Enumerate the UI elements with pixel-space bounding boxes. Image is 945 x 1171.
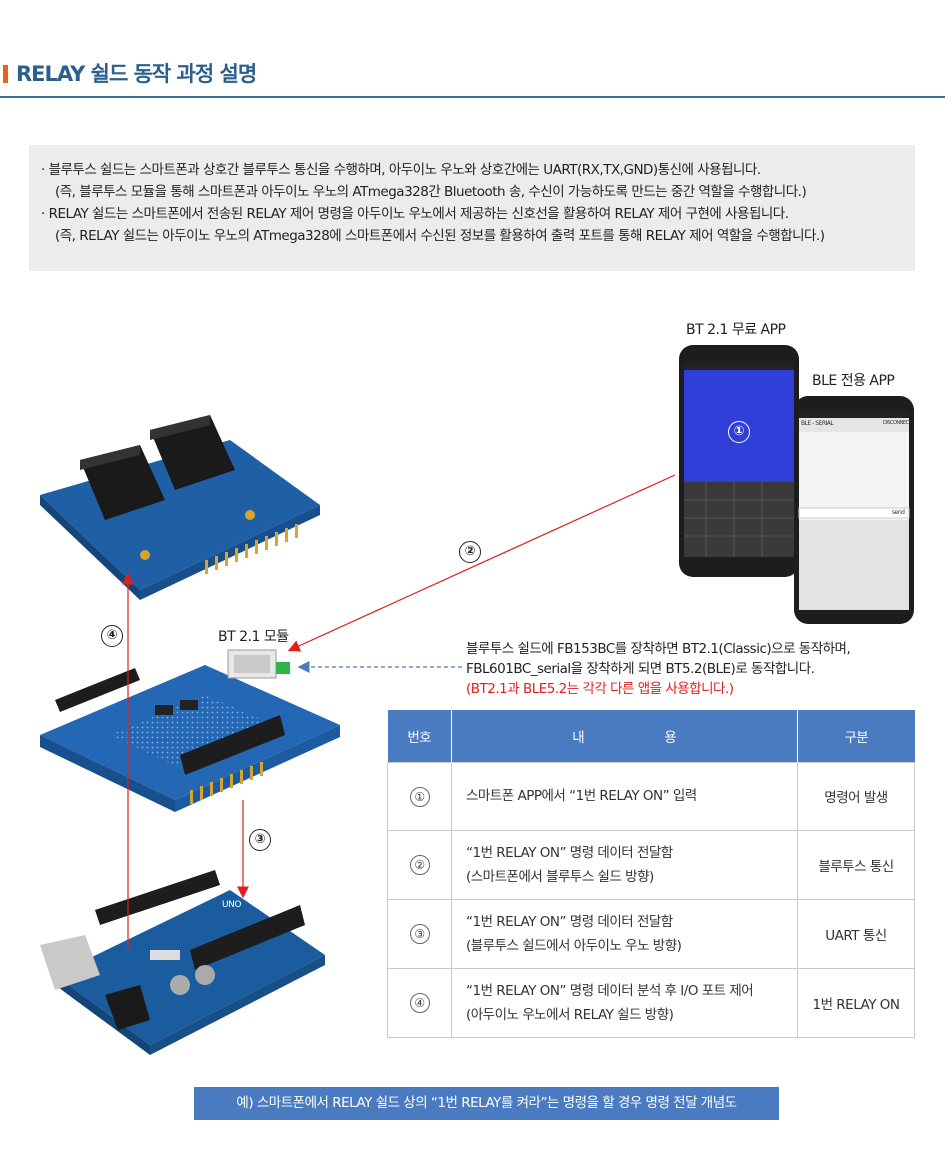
row-number: ② [409,855,430,875]
row-content: “1번 RELAY ON” 명령 데이터 분석 후 I/O 포트 제어 (아두이노… [451,967,798,1038]
header-content-a: 내 [572,729,585,746]
row-number: ③ [409,924,430,944]
row-number: ④ [409,993,430,1013]
table-row: ④ “1번 RELAY ON” 명령 데이터 분석 후 I/O 포트 제어 (아두… [387,967,915,1038]
row-content-line-1: “1번 RELAY ON” 명령 데이터 분석 후 I/O 포트 제어 [466,982,754,999]
row-content-line-2: (아두이노 우노에서 RELAY 쉴드 방향) [466,1006,674,1023]
info-line-2: (즉, 블루투스 모듈을 통해 스마트폰과 아두이노 우노의 ATmega328… [55,184,807,200]
table-row: ② “1번 RELAY ON” 명령 데이터 전달함 (스마트폰에서 블루투스 쉴… [387,829,915,900]
info-box: · 블루투스 쉴드는 스마트폰과 상호간 블루투스 통신을 수행하며, 아두이노… [29,145,915,271]
header-category: 구분 [797,710,915,762]
uno-board-label: UNO [222,900,241,910]
row-content-line-2: (블루투스 쉴드에서 아두이노 우노 방향) [466,937,682,954]
header-num: 번호 [387,710,452,762]
row-content: 스마트폰 APP에서 “1번 RELAY ON” 입력 [451,761,798,831]
info-line-3: · RELAY 쉴드는 스마트폰에서 전송된 RELAY 제어 명령을 아두이노… [41,206,789,222]
table-row: ① 스마트폰 APP에서 “1번 RELAY ON” 입력 명령어 발생 [387,761,915,831]
info-line-1: · 블루투스 쉴드는 스마트폰과 상호간 블루투스 통신을 수행하며, 아두이노… [41,162,761,178]
bt21-phone-image [679,345,799,577]
diagram-caption: 예) 스마트폰에서 RELAY 쉴드 상의 “1번 RELAY를 켜라”는 명령… [194,1087,779,1120]
step-4-marker: ④ [101,625,123,647]
module-description: 블루투스 쉴드에 FB153BC를 장착하면 BT2.1(Classic)으로 … [466,639,851,699]
ble-screen-title: BLE - SERIAL [801,420,834,427]
info-line-4: (즉, RELAY 쉴드는 아두이노 우노의 ATmega328에 스마트폰에서… [55,228,825,244]
ble-send-button: send [892,509,905,516]
table-row: ③ “1번 RELAY ON” 명령 데이터 전달함 (블루투스 쉴드에서 아두이… [387,898,915,969]
description-line-1: 블루투스 쉴드에 FB153BC를 장착하면 BT2.1(Classic)으로 … [466,641,851,657]
page-title: RELAY 쉴드 동작 과정 설명 [16,62,257,86]
row-content-line-2: (스마트폰에서 블루투스 쉴드 방향) [466,868,654,885]
row-num-cell: ① [387,761,452,831]
title-underline [0,60,945,98]
arrow-step-2 [287,474,676,652]
row-category: 1번 RELAY ON [797,967,915,1038]
description-line-3: (BT2.1과 BLE5.2는 각각 다른 앱을 사용합니다.) [466,681,734,697]
relay-shield-image [40,415,320,600]
row-content-line-1: “1번 RELAY ON” 명령 데이터 전달함 [466,913,673,930]
ble-phone-image [794,396,914,624]
bluetooth-shield-image [40,649,340,812]
ble-app-label: BLE 전용 APP [812,373,895,389]
row-category: UART 통신 [797,898,915,969]
arduino-uno-image [40,870,325,1055]
title-accent-bar [3,65,8,83]
bt21-app-label: BT 2.1 무료 APP [686,322,786,338]
row-content-line-1: 스마트폰 APP에서 “1번 RELAY ON” 입력 [466,788,697,804]
row-num-cell: ③ [387,898,452,969]
row-content: “1번 RELAY ON” 명령 데이터 전달함 (스마트폰에서 블루투스 쉴드 … [451,829,798,900]
row-num-cell: ④ [387,967,452,1038]
bt21-module-label: BT 2.1 모듈 [218,629,289,645]
description-line-2: FBL601BC_serial을 장착하게 되면 BT5.2(BLE)로 동작합… [466,661,815,677]
ble-disconnect-button: DISCONNECT [883,420,912,426]
step-3-marker: ③ [249,829,271,851]
phone-step-1-marker: ① [728,421,750,443]
row-number: ① [409,786,430,807]
step-2-marker: ② [459,541,481,563]
row-category: 블루투스 통신 [797,829,915,900]
row-num-cell: ② [387,829,452,900]
header-content-b: 용 [664,729,677,746]
row-content: “1번 RELAY ON” 명령 데이터 전달함 (블루투스 쉴드에서 아두이노 … [451,898,798,969]
row-category: 명령어 발생 [797,761,915,831]
row-content-line-1: “1번 RELAY ON” 명령 데이터 전달함 [466,844,673,861]
